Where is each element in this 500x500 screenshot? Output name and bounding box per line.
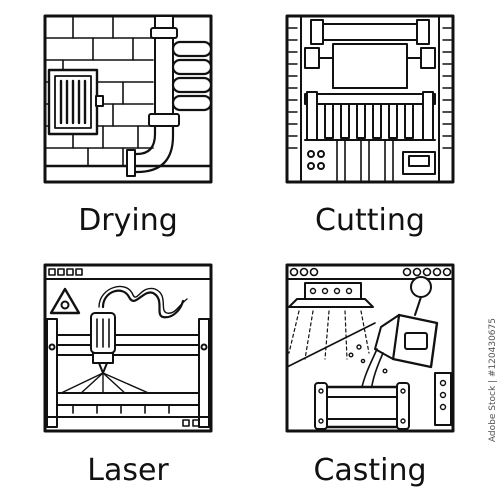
- cutting-icon: [285, 14, 455, 184]
- casting-tile: [285, 263, 455, 433]
- drying-tile: [43, 14, 213, 184]
- stock-watermark: Adobe Stock | #120430675: [488, 318, 498, 443]
- casting-label: Casting: [313, 453, 427, 488]
- drying-label: Drying: [78, 203, 178, 238]
- casting-icon: [285, 263, 455, 433]
- drying-icon: [43, 14, 213, 184]
- laser-tile: [43, 263, 213, 433]
- cutting-tile: [285, 14, 455, 184]
- laser-icon: [43, 263, 213, 433]
- cutting-label: Cutting: [315, 203, 425, 238]
- laser-label: Laser: [87, 453, 169, 488]
